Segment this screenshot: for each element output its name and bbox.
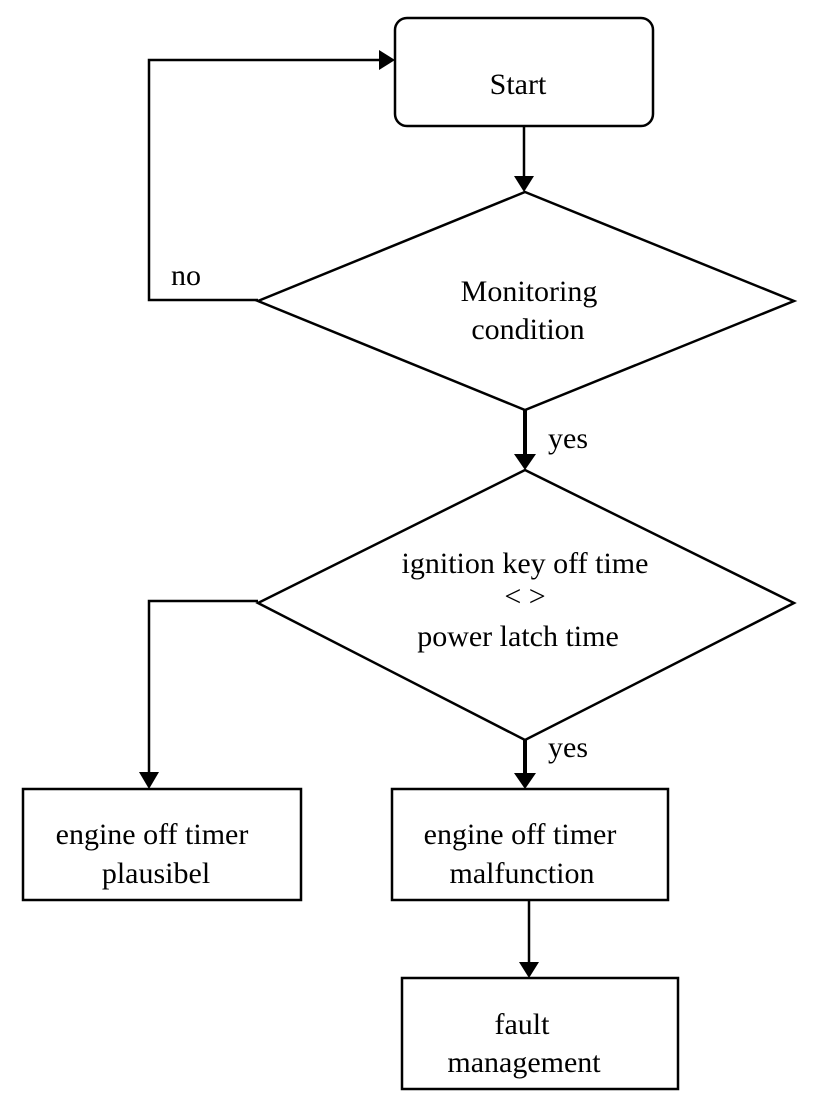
arrowhead (139, 772, 159, 789)
arrowhead (514, 773, 536, 789)
start-node: Start (393, 16, 655, 128)
monitoring-condition-decision: Monitoring condition (254, 190, 798, 412)
monitoring-label-line2: condition (471, 313, 584, 346)
yes-label-1: yes (548, 422, 588, 455)
plausible-box: engine off timer plausibel (21, 787, 303, 902)
edge-monitoring-no-loop: no (147, 50, 395, 302)
ignition-time-decision: ignition key off time < > power latch ti… (255, 468, 797, 742)
arrowhead (519, 962, 539, 978)
ignition-label-line1: ignition key off time (402, 547, 649, 580)
edge-start-to-monitoring (514, 126, 534, 192)
fault-label-line2: management (447, 1046, 601, 1079)
plausible-label-line1: engine off timer (56, 818, 249, 851)
ignition-label-line3: power latch time (417, 620, 619, 653)
edge-malfunction-to-fault (519, 900, 539, 978)
ignition-label-line2: < > (504, 580, 545, 613)
arrowhead (514, 454, 536, 470)
arrowhead (379, 50, 395, 70)
monitoring-label-line1: Monitoring (461, 275, 598, 308)
edge-ignition-to-plausible (139, 599, 258, 789)
malfunction-box: engine off timer malfunction (390, 787, 670, 902)
arrowhead (514, 176, 534, 192)
edge-ignition-yes: yes (514, 731, 588, 789)
malfunction-label-line2: malfunction (450, 857, 595, 890)
start-label: Start (490, 68, 547, 101)
plausible-label-line2: plausibel (102, 857, 210, 890)
fault-label-line1: fault (495, 1008, 551, 1041)
edge-monitoring-yes: yes (514, 410, 588, 470)
fault-management-box: fault management (400, 976, 680, 1091)
malfunction-label-line1: engine off timer (424, 818, 617, 851)
yes-label-2: yes (548, 731, 588, 764)
no-label: no (171, 259, 201, 292)
